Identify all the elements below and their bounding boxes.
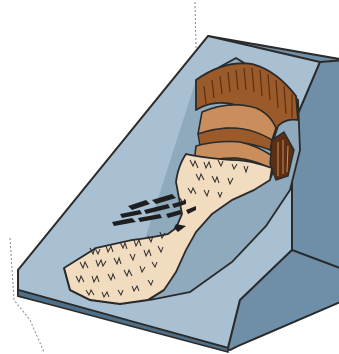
slump-landslide-diagram — [0, 0, 339, 354]
